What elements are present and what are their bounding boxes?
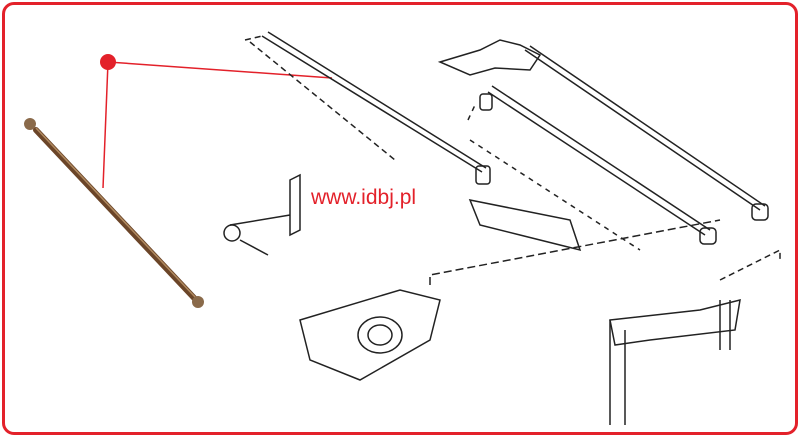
- watermark-url: www.idbj.pl: [311, 186, 417, 209]
- callout-marker: [100, 54, 333, 189]
- linkage-schematic: [223, 31, 781, 425]
- tie-rod-photo: [24, 118, 204, 308]
